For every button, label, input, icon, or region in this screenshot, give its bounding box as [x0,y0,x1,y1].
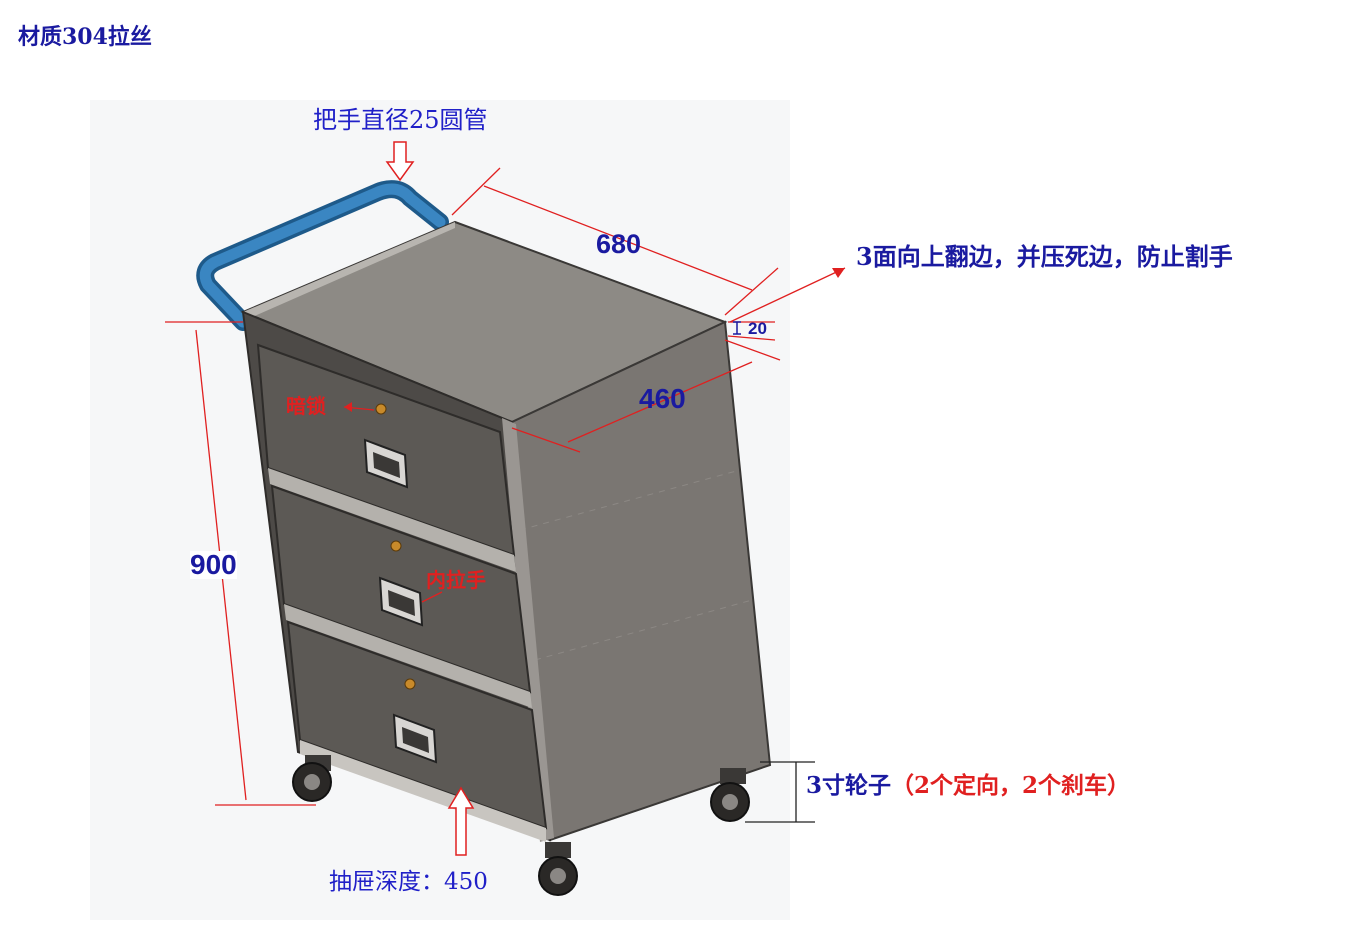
top-rim-back [243,222,455,318]
flange-note: 3面向上翻边，并压死边，防止割手 [856,242,1233,271]
dimension-680: 680 [596,229,642,259]
handle-label: 把手直径25圆管 [313,106,488,134]
drawer-1-rail [268,468,516,572]
dimension-460: 460 [639,383,686,414]
caster-back-right [710,768,750,822]
lock-arrowhead [344,402,352,412]
dimension-900: 900 [190,549,237,580]
drawer-2-rail [284,604,532,708]
drawer-depth-label: 抽屉深度：450 [329,869,488,895]
dimension-lines [165,167,846,806]
lock-3-icon [404,678,416,690]
wheel-dimension-bracket [745,761,815,823]
caster-front-right [538,842,578,896]
wheel-size-label: 3寸轮子 [806,772,892,799]
drawer-handle-2 [378,576,424,627]
flange-height-marker [733,321,741,335]
drawer-handle-3 [392,713,438,764]
lock-label: 暗锁 [286,394,326,418]
drawer-handle-1 [363,438,409,489]
wheel-config-label: （2个定向，2个刹车） [891,772,1131,799]
material-title: 材质304拉丝 [18,24,152,50]
dimension-20: 20 [748,319,767,338]
side-seam-1 [519,469,741,531]
handle-tube [199,183,446,328]
bottom-rail [300,740,546,842]
handle-pointer-arrow [385,141,415,182]
flange-arrowhead [832,268,845,278]
side-seam-2 [534,599,753,661]
wheel-note: 3寸轮子（2个定向，2个刹车） [806,774,1130,797]
caster-front-left [292,755,332,802]
front-edge-highlight [502,418,554,842]
inner-handle-label: 内拉手 [426,568,486,592]
drawer-depth-arrow [447,786,475,856]
lock-2-icon [390,540,402,552]
lock-1-icon [375,403,387,415]
